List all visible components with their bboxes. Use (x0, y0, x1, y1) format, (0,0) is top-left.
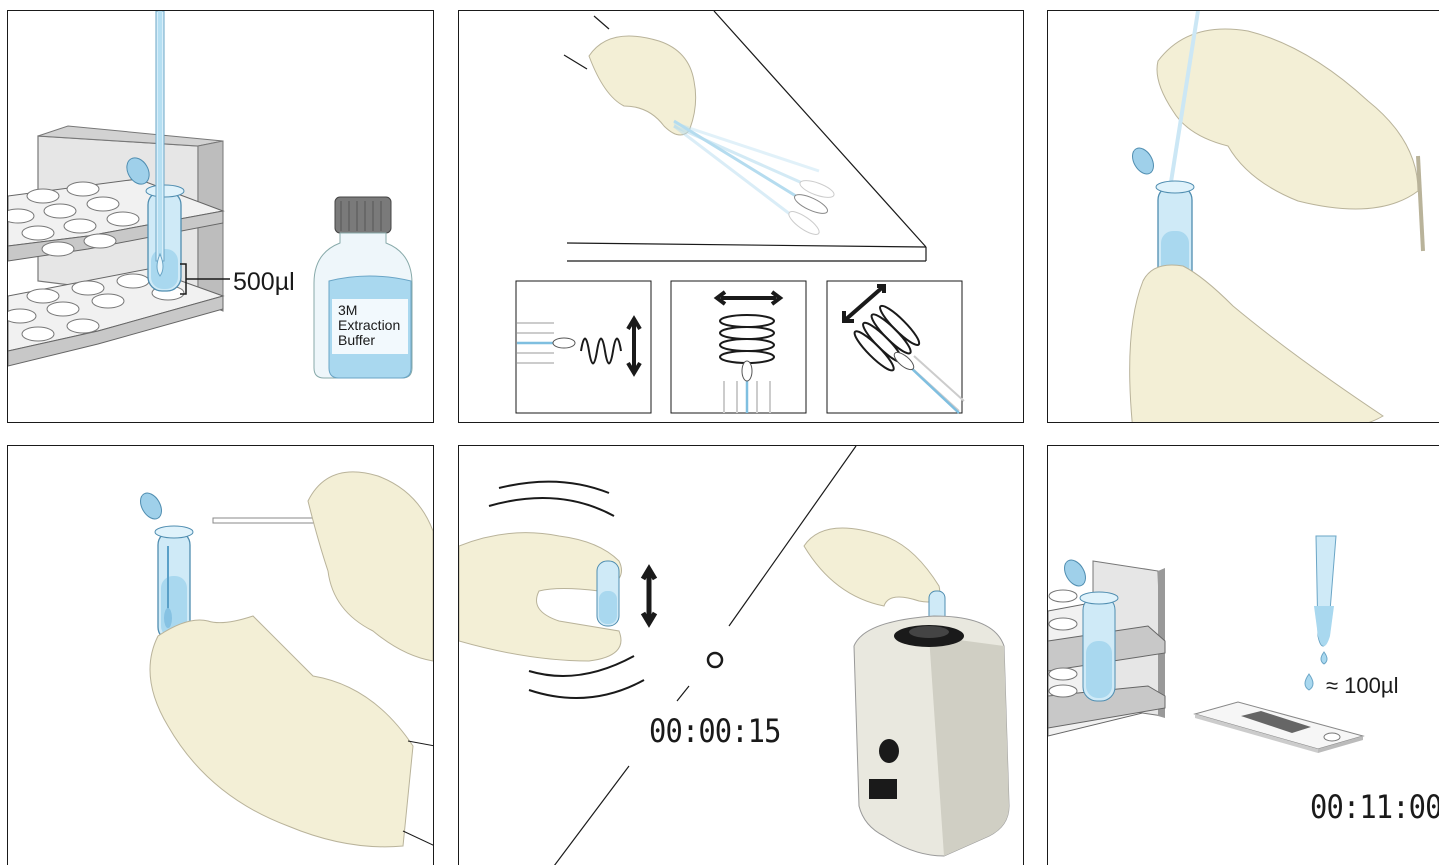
bottle-label-line-1: 3M (338, 302, 357, 318)
step-4-panel (7, 445, 434, 865)
bottle-label: 3M Extraction Buffer (338, 303, 400, 348)
mix-tube-illustration (459, 446, 1024, 865)
swab-surface-illustration (459, 11, 1024, 423)
step-6-panel: ≈ 100µl 00:11:00 (1047, 445, 1439, 865)
timer-11-minutes: 00:11:00 (1310, 788, 1439, 826)
break-swab-illustration (8, 446, 434, 865)
step-3-panel (1047, 10, 1439, 423)
bottle-label-line-2: Extraction (338, 317, 400, 333)
rack-and-buffer-illustration (8, 11, 434, 423)
step-2-panel (458, 10, 1024, 423)
swab-into-tube-illustration (1048, 11, 1439, 423)
bottle-label-line-3: Buffer (338, 332, 375, 348)
step-1-panel: 500µl 3M Extraction Buffer (7, 10, 434, 423)
volume-label-500: 500µl (233, 268, 295, 297)
step-5-panel: 00:00:15 (458, 445, 1024, 865)
volume-label-100: ≈ 100µl (1326, 673, 1398, 699)
timer-15-seconds: 00:00:15 (649, 712, 781, 750)
